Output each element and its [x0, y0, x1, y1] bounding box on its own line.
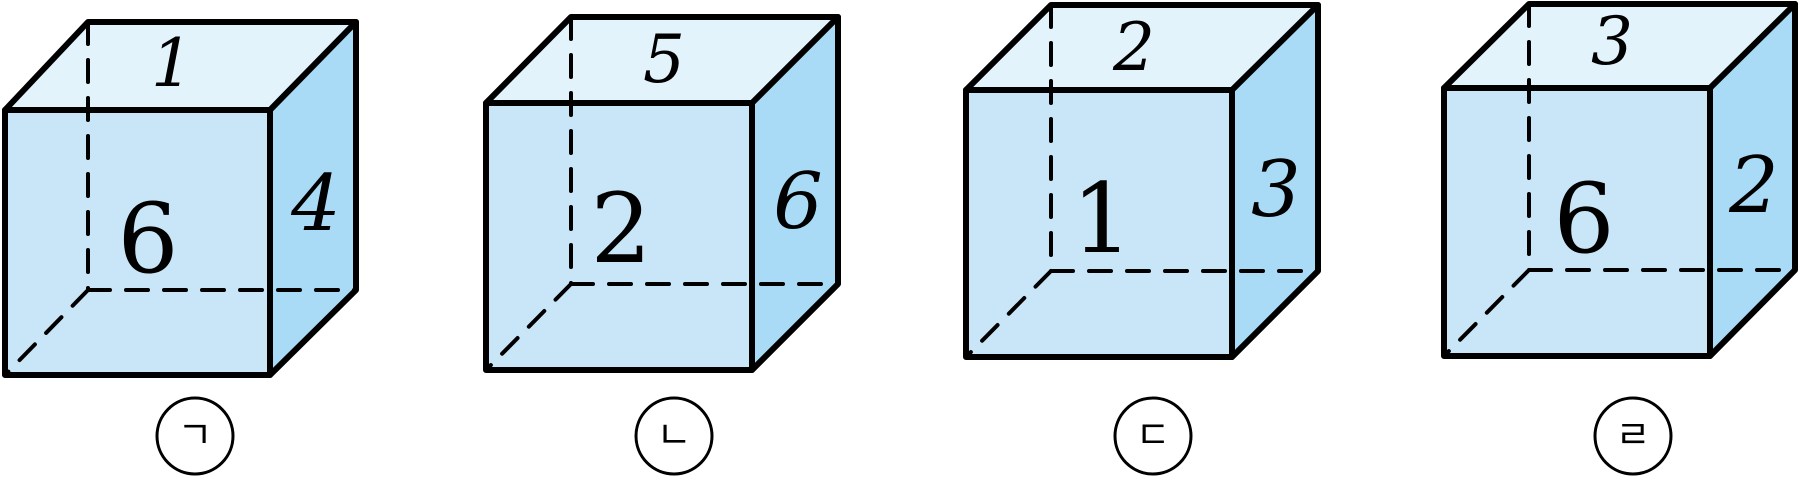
cube-2-front-face — [486, 103, 752, 370]
cube-1-label: ㄱ — [178, 413, 213, 457]
cube-2-front-number: 2 — [590, 173, 651, 285]
cube-2-right-number: 6 — [773, 157, 823, 247]
cube-3-front-face — [966, 90, 1232, 357]
cube-4-outline — [1441, 1, 1798, 359]
cube-2-label: ㄴ — [657, 413, 692, 457]
cube-3-top-right-edge — [1229, 2, 1321, 93]
cube-3-top-face — [966, 5, 1318, 90]
cube-2-right-face — [752, 17, 838, 370]
cube-1-front-number: 6 — [117, 183, 178, 295]
cube-3-outline — [963, 2, 1321, 360]
cube-4-hidden-edges — [1442, 2, 1797, 358]
cube-2-top-face — [486, 17, 838, 103]
cube-1-top-face — [5, 22, 356, 110]
cube-3-front-number: 1 — [1071, 163, 1132, 275]
cube-3-top-number: 2 — [1112, 9, 1155, 86]
cube-4-label: ㄹ — [1616, 413, 1651, 457]
cube-4: 3 6 2 ㄹ — [1441, 1, 1798, 476]
cube-4-front-face — [1444, 88, 1710, 356]
cube-2-top-right-edge — [749, 14, 841, 106]
cube-1-right-number: 4 — [290, 159, 341, 249]
cube-3-label-circle — [1113, 396, 1193, 476]
cube-1-top-number: 1 — [151, 25, 193, 102]
cube-3-right-number: 3 — [1251, 145, 1301, 235]
cube-1-right-face — [270, 22, 356, 375]
cube-4-label-circle — [1593, 396, 1673, 476]
cube-3-label: ㄷ — [1136, 413, 1171, 457]
cube-2: 5 2 6 ㄴ — [483, 14, 841, 476]
cube-1-top-right-edge — [267, 19, 359, 113]
cube-4-top-right-edge — [1707, 1, 1798, 91]
cube-1-hidden-edges — [3, 20, 358, 377]
cube-2-top-number: 5 — [643, 21, 685, 98]
cube-4-top-face — [1444, 4, 1795, 88]
cube-4-top-number: 3 — [1591, 3, 1633, 80]
cube-4-right-number: 2 — [1728, 141, 1779, 231]
cube-4-front-number: 6 — [1553, 163, 1614, 275]
cube-1-outline — [2, 19, 359, 378]
cube-1: 1 6 4 ㄱ — [2, 19, 359, 476]
cube-1-label-circle — [155, 396, 235, 476]
cube-2-label-circle — [634, 396, 714, 476]
cube-3-hidden-edges — [964, 3, 1320, 359]
cube-2-outline — [483, 14, 841, 373]
cube-1-front-face — [5, 110, 270, 375]
cube-3: 2 1 3 ㄷ — [963, 2, 1321, 476]
cube-2-hidden-edges — [484, 15, 840, 372]
